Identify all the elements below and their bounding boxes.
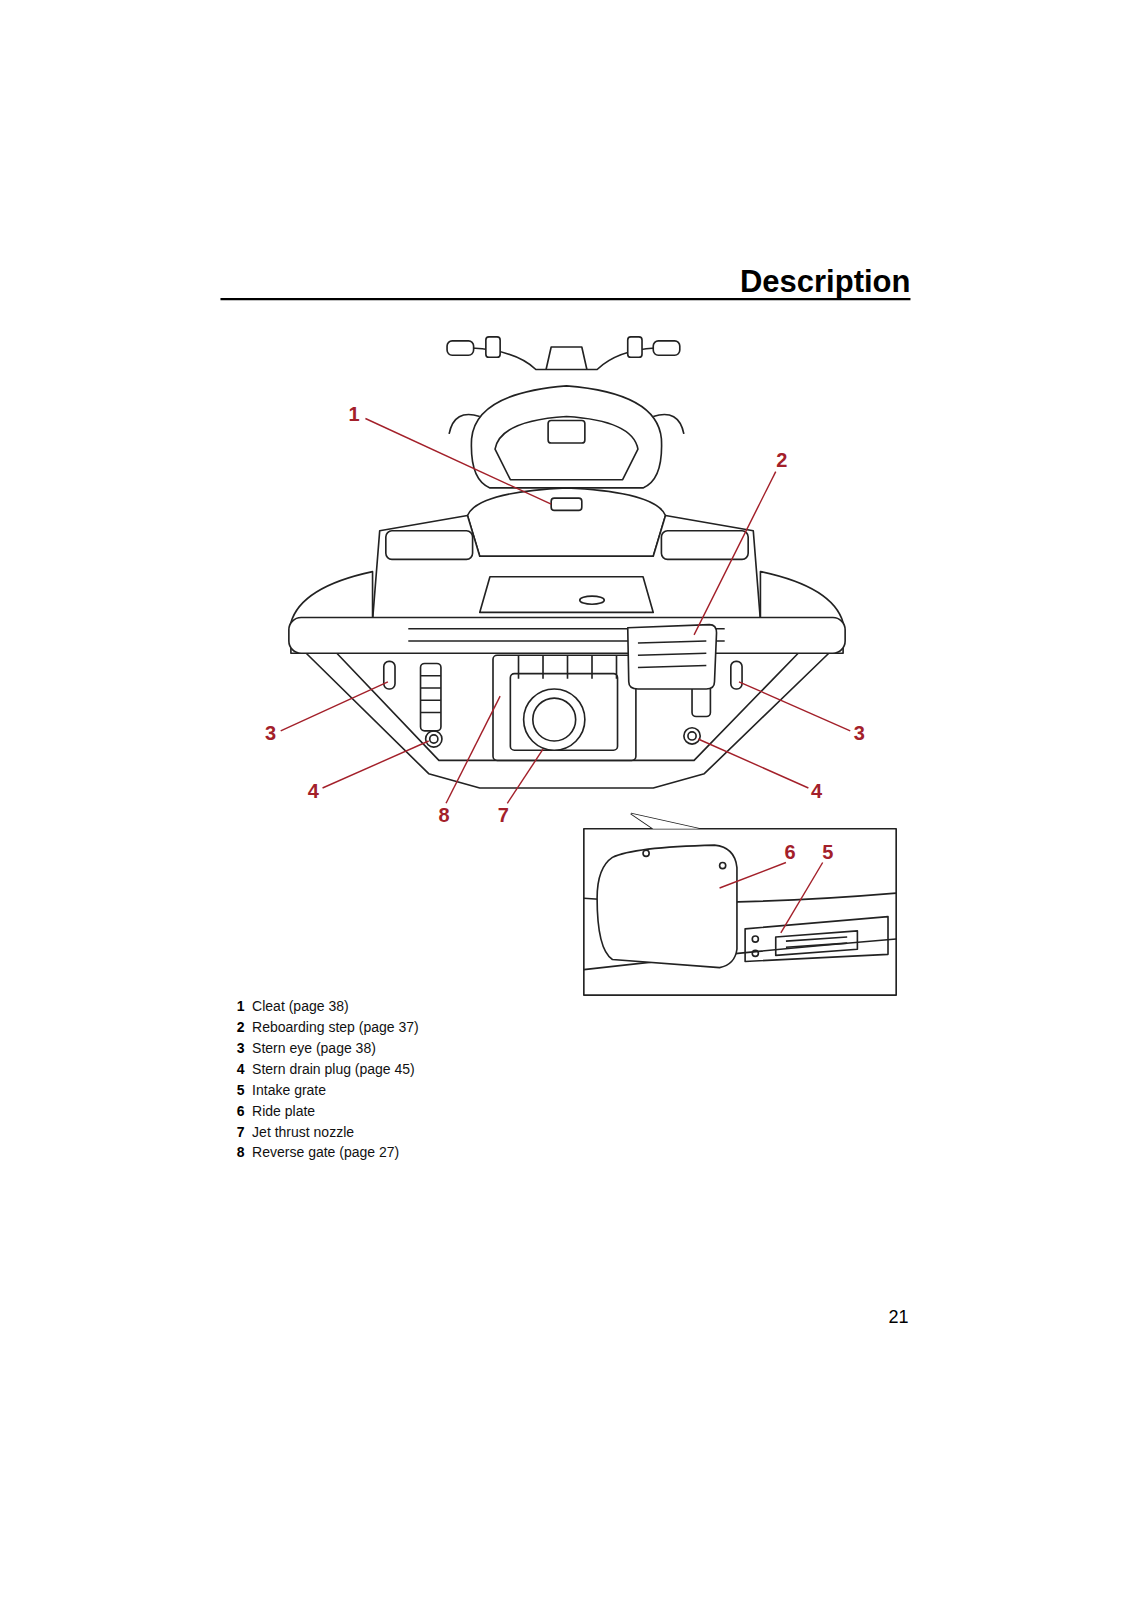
- legend-number: 8: [237, 1146, 245, 1161]
- grip: [447, 341, 474, 355]
- callout-number: 7: [498, 804, 509, 826]
- stern-eye: [731, 661, 742, 689]
- switch: [486, 337, 500, 357]
- callout-number: 6: [784, 841, 795, 863]
- leader-line: [446, 696, 500, 803]
- nozzle-bore: [533, 698, 576, 741]
- leader-line: [694, 472, 776, 635]
- reverse-gate: [493, 655, 636, 760]
- legend-number: 1: [237, 1000, 245, 1015]
- drain-plug-core: [430, 735, 438, 743]
- callout-number: 3: [854, 722, 865, 744]
- leader-lines: [281, 418, 851, 932]
- part-name: Intake grate: [252, 1083, 326, 1098]
- hood-recess: [495, 416, 638, 479]
- legend-number: 4: [237, 1062, 245, 1077]
- leader-line: [507, 749, 543, 803]
- reboarding-step: [628, 625, 717, 689]
- mirror-arm: [449, 414, 684, 433]
- leader-line: [323, 741, 429, 788]
- drain-plug: [426, 731, 442, 747]
- part-name: Stern eye (page 38): [252, 1042, 376, 1057]
- leader-line: [365, 418, 551, 504]
- grip: [653, 341, 680, 355]
- hood-vent: [548, 421, 585, 443]
- legend-number: 5: [237, 1083, 245, 1098]
- hull: [306, 653, 829, 788]
- screw: [643, 850, 649, 856]
- logo: [580, 596, 604, 604]
- hood: [471, 386, 661, 488]
- drain-plug: [684, 728, 700, 744]
- steering-post: [546, 347, 587, 369]
- nozzle-housing: [510, 674, 617, 751]
- seat: [467, 488, 665, 556]
- cleat: [551, 498, 582, 510]
- page-title: Description: [740, 265, 911, 299]
- leader-line: [281, 682, 388, 731]
- inset-pointer: [631, 813, 699, 828]
- part-name: Reverse gate (page 27): [252, 1146, 399, 1161]
- legend-number: 7: [237, 1125, 245, 1140]
- inset-pointer-fill: [631, 813, 699, 828]
- bumper: [289, 618, 845, 654]
- part-name: Stern drain plug (page 45): [252, 1062, 415, 1077]
- legend-number: 3: [237, 1042, 245, 1057]
- intake-plate: [745, 917, 888, 962]
- callout-number: 8: [438, 804, 449, 826]
- leader-line: [720, 862, 786, 888]
- leader-line: [698, 739, 808, 788]
- callout-number: 3: [265, 722, 276, 744]
- part-name: Reboarding step (page 37): [252, 1020, 419, 1035]
- callout-number: 4: [811, 780, 822, 802]
- switch: [628, 337, 642, 357]
- rear-deck: [373, 515, 761, 620]
- drawing-group: [220, 299, 910, 995]
- part-name: Cleat (page 38): [252, 1000, 349, 1015]
- step-ribs: [638, 641, 706, 668]
- leader-line: [781, 862, 823, 932]
- grate-bars: [421, 676, 441, 713]
- deck-pad: [386, 531, 473, 560]
- hull-chine: [337, 653, 798, 760]
- deck-mat: [480, 577, 654, 613]
- callout-number: 4: [308, 780, 319, 802]
- callout-number: 1: [349, 403, 360, 425]
- legend-number: 2: [237, 1020, 245, 1035]
- drain-plug-core: [688, 732, 696, 740]
- inset-frame: [584, 829, 896, 995]
- stern-eye: [384, 661, 395, 689]
- part-name: Jet thrust nozzle: [252, 1125, 354, 1140]
- legend-number: 6: [237, 1104, 245, 1119]
- screw: [720, 862, 726, 868]
- page-number: 21: [888, 1308, 908, 1328]
- callout-number: 2: [776, 449, 787, 471]
- screw: [752, 936, 758, 942]
- side-grate: [421, 663, 441, 730]
- screw: [752, 950, 758, 956]
- part-name: Ride plate: [252, 1104, 315, 1119]
- ride-plate: [597, 845, 737, 967]
- intake-grate: [776, 931, 858, 955]
- jet-nozzle: [524, 689, 585, 750]
- deck-pad: [661, 531, 748, 560]
- leader-line: [739, 682, 850, 731]
- callout-number: 5: [822, 841, 833, 863]
- gate-slots: [519, 655, 617, 678]
